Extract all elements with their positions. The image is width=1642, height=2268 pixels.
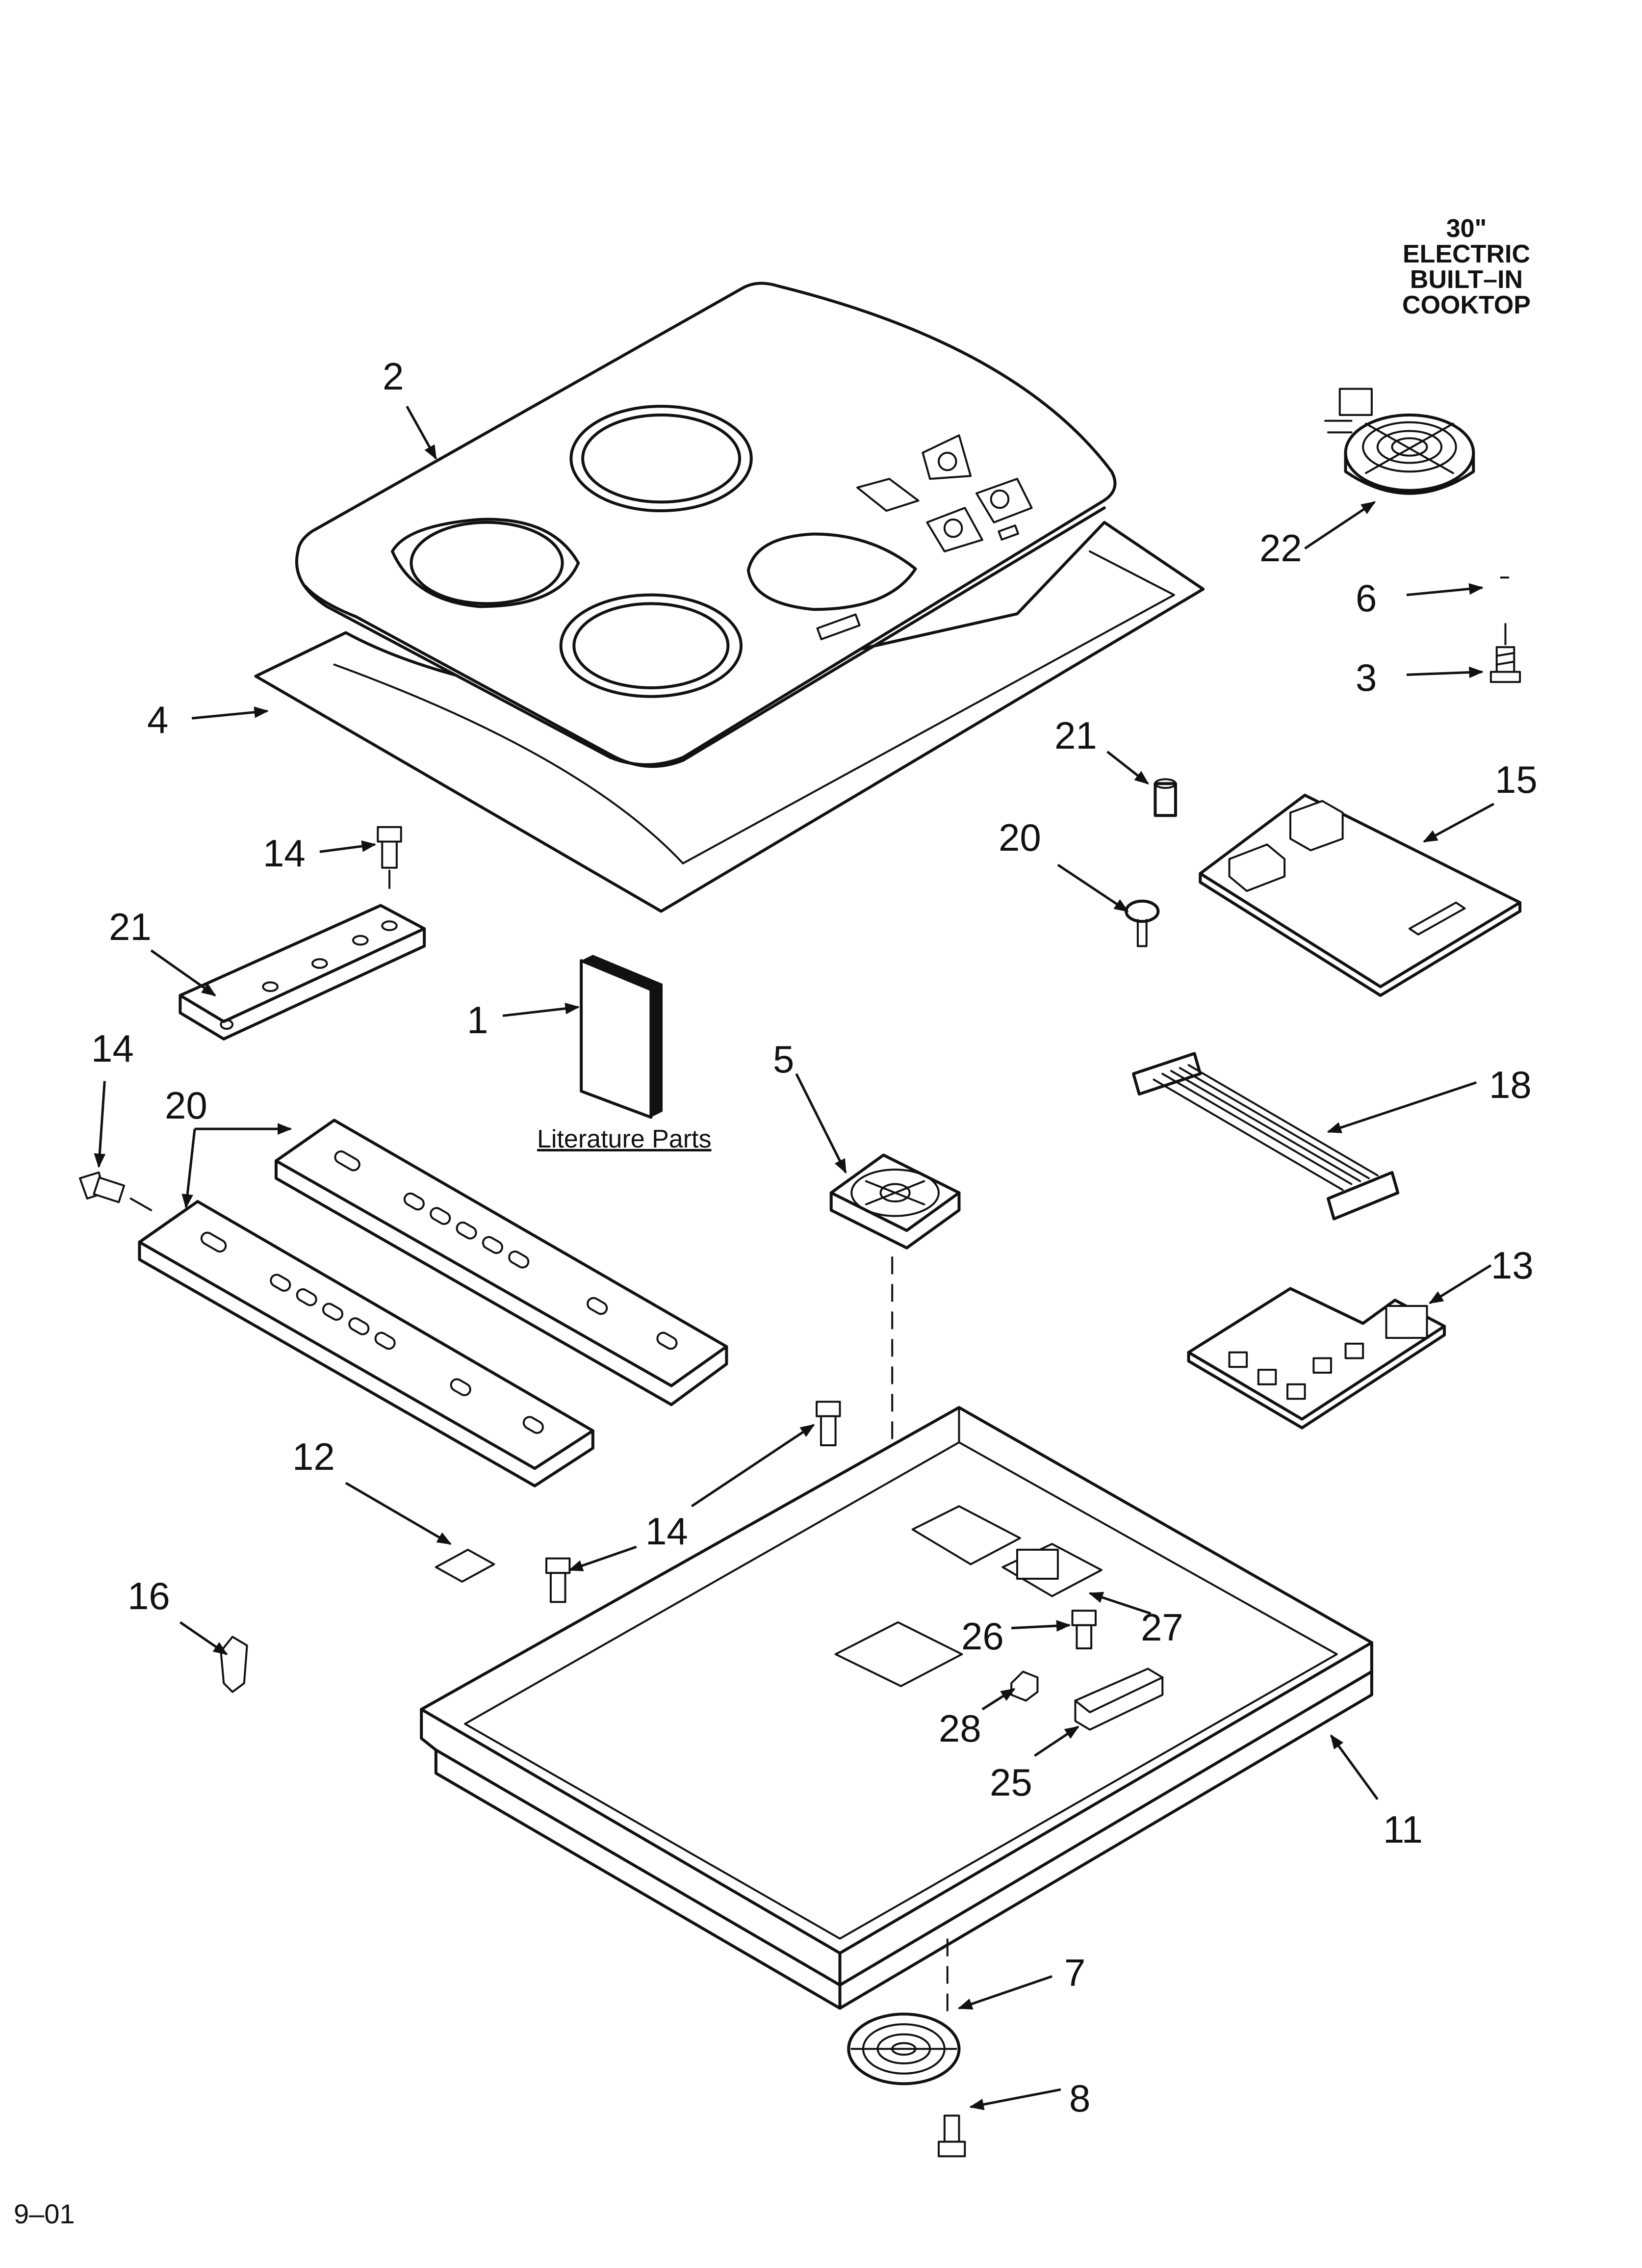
callout-14-tray: 14	[645, 1510, 688, 1553]
callout-27: 27	[1141, 1606, 1183, 1649]
callout-5: 5	[773, 1038, 795, 1081]
part-7-fan-guard	[848, 2014, 959, 2084]
part-19-push-pin	[1126, 901, 1158, 946]
callout-3: 3	[1356, 656, 1377, 699]
callout-13: 13	[1491, 1244, 1534, 1287]
part-18-wire-harness	[1133, 1053, 1398, 1219]
callout-22: 21	[1054, 714, 1097, 757]
part-20-bracket-upper	[276, 1120, 726, 1405]
part-12-insulator	[436, 1550, 494, 1582]
callout-19: 20	[999, 816, 1041, 859]
callout-21: 21	[109, 905, 152, 948]
callout-25: 25	[990, 1761, 1032, 1804]
callout-26: 26	[961, 1615, 1004, 1658]
part-22-spacer	[1155, 779, 1175, 815]
title-line-2: BUILT–IN	[1410, 265, 1523, 294]
part-24-radiant-element	[1325, 389, 1473, 494]
callout-7: 7	[1064, 1951, 1086, 1994]
callout-14-left: 14	[91, 1027, 134, 1070]
callout-2: 2	[383, 355, 404, 398]
part-8-screw	[939, 2115, 965, 2156]
part-25-terminal-block	[1075, 1668, 1162, 1729]
part-1-literature	[581, 955, 663, 1117]
callout-20: 20	[165, 1084, 207, 1127]
callout-14-top: 14	[263, 832, 306, 875]
part-26-screw	[1073, 1611, 1096, 1648]
part-20-bracket-lower	[139, 1201, 592, 1486]
callout-8: 8	[1069, 2077, 1091, 2120]
part-14-screw-left	[80, 1173, 151, 1210]
callout-12: 12	[292, 1435, 335, 1478]
part-14-screw-top	[378, 827, 401, 888]
callout-11: 11	[1383, 1808, 1423, 1851]
part-14-screw-tray-b	[546, 1559, 569, 1602]
leader-arrows	[94, 406, 1493, 2107]
part-21-bracket	[180, 906, 424, 1039]
callout-28: 28	[939, 1707, 981, 1750]
part-16-clip	[221, 1637, 247, 1692]
part-2-cooktop-glass	[297, 283, 1115, 766]
callout-4: 4	[147, 698, 169, 741]
callout-24: 22	[1259, 526, 1302, 570]
literature-parts-label: Literature Parts	[537, 1125, 712, 1153]
part-15-control-board	[1200, 795, 1520, 995]
part-5-cooling-fan	[831, 1155, 959, 1248]
callout-16: 16	[128, 1574, 170, 1617]
callout-15: 15	[1495, 758, 1538, 801]
part-11-base-tray	[421, 1408, 1372, 2008]
part-3-screw	[1491, 624, 1520, 682]
title-line-1: 30" ELECTRIC	[1403, 214, 1530, 268]
callout-6: 6	[1356, 576, 1377, 620]
callout-18: 18	[1489, 1063, 1532, 1106]
footer-code: 9–01	[14, 2198, 75, 2229]
part-14-screw-tray-a	[817, 1402, 840, 1445]
callout-1: 1	[467, 998, 488, 1042]
part-13-relay-board	[1189, 1289, 1444, 1428]
title-line-3: COOKTOP	[1402, 291, 1531, 319]
diagram-title: 30" ELECTRIC BUILT–IN COOKTOP	[1393, 216, 1540, 318]
